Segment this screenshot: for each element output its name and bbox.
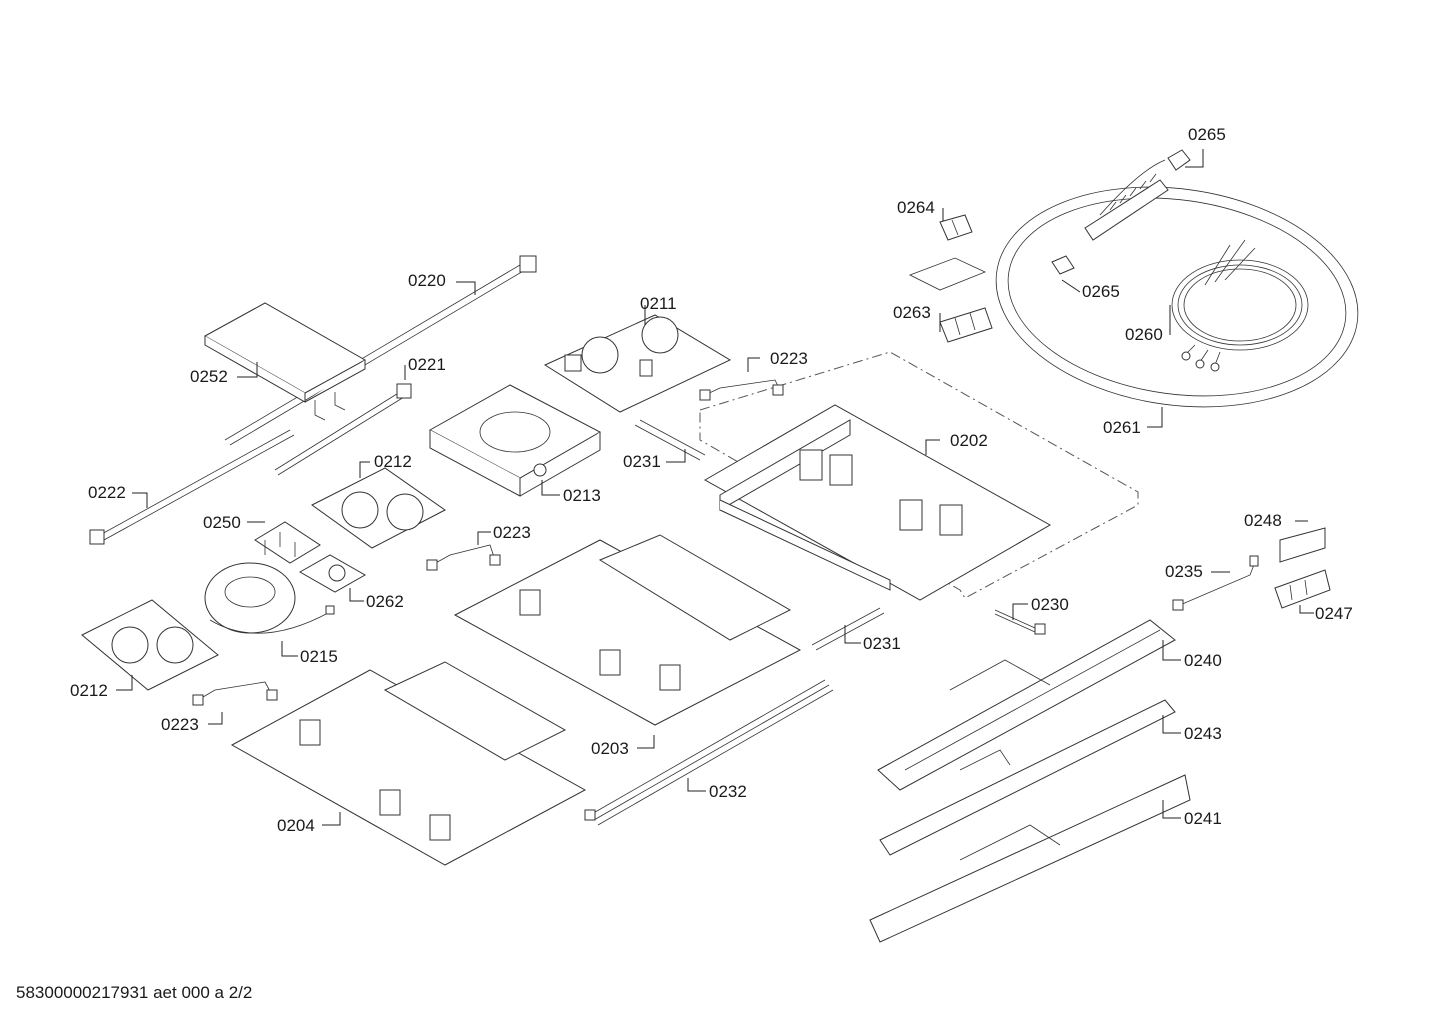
part-0202-power-board [703,404,1052,601]
part-0265-clip-left [1051,255,1075,275]
label-0223-middle: 0223 [493,523,531,542]
part-0223-cable-middle [426,544,501,571]
part-0264-clamp [939,214,973,241]
part-0265-clip-top [1167,149,1191,171]
part-0230-cable [994,609,1046,635]
label-0203: 0203 [591,739,629,758]
label-0252: 0252 [190,367,228,386]
part-0211-filter-board [543,314,732,413]
label-0232: 0232 [709,782,747,801]
label-0247: 0247 [1315,604,1353,623]
board-outline-dashed [699,351,1139,599]
label-0248: 0248 [1244,511,1282,530]
label-0240: 0240 [1184,651,1222,670]
part-0212-filter-board-upper [311,467,446,549]
label-0235: 0235 [1165,562,1203,581]
part-0212-filter-board-lower [81,599,219,691]
label-0213: 0213 [563,486,601,505]
part-0248-label [1279,527,1326,563]
label-0220: 0220 [408,271,446,290]
part-0241-frame [869,774,1191,943]
part-0262-bracket [298,554,367,593]
label-0262: 0262 [366,592,404,611]
label-0231-upper: 0231 [623,452,661,471]
label-0250: 0250 [203,513,241,532]
label-0264: 0264 [897,198,935,217]
label-0202: 0202 [950,431,988,450]
part-0261-cable-hose [995,159,1359,408]
part-0203-power-board [453,534,802,726]
part-0223-cable-upper [699,379,784,401]
part-0247-clip [1274,569,1331,609]
label-0212-lower: 0212 [70,681,108,700]
part-0260-wire-bundle [1171,239,1309,372]
label-0263: 0263 [893,303,931,322]
part-0221-harness [274,383,412,476]
part-labels: 0265 0264 0265 0263 0260 0261 0220 0211 … [70,125,1353,835]
label-0230: 0230 [1031,595,1069,614]
part-0243-light-guide [879,699,1176,856]
part-0213-fan-housing [428,384,602,497]
label-0211: 0211 [640,294,677,313]
part-0231-cable-lower [811,607,885,651]
label-0215: 0215 [300,647,338,666]
part-0232-cable [584,679,834,826]
label-0243: 0243 [1184,724,1222,743]
label-0212-upper: 0212 [374,452,412,471]
document-footer-id: 58300000217931 aet 000 a 2/2 [16,983,252,1002]
label-0223-upper: 0223 [770,349,808,368]
part-0263-strain-relief [909,257,993,343]
part-0250-bracket [254,521,321,564]
part-0231-cable-upper [634,419,706,461]
part-0223-cable-lower [192,681,278,706]
part-0252-cover [203,302,367,421]
part-0215-fan [204,562,335,634]
label-0241: 0241 [1184,809,1222,828]
leader-lines [116,149,1314,826]
label-0222: 0222 [88,483,126,502]
part-0240-control-board [877,619,1176,791]
part-0222-harness [89,429,295,545]
label-0261: 0261 [1103,418,1141,437]
label-0221: 0221 [408,355,446,374]
label-0204: 0204 [277,816,315,835]
label-0260: 0260 [1125,325,1163,344]
label-0231-lower: 0231 [863,634,901,653]
label-0223-lower: 0223 [161,715,199,734]
part-0204-power-board [230,661,587,866]
part-0235-cable [1172,555,1259,611]
label-0265-top: 0265 [1188,125,1226,144]
label-0265-left: 0265 [1082,282,1120,301]
